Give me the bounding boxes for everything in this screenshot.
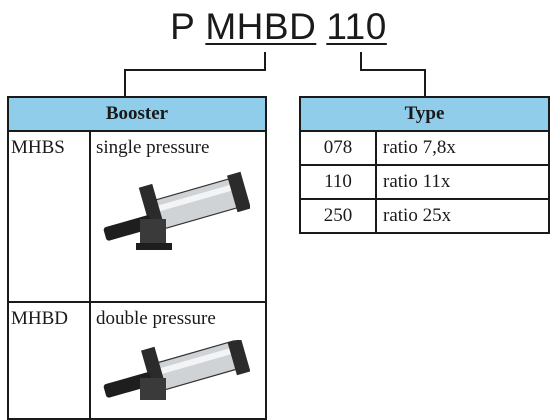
booster-header: Booster <box>8 97 266 131</box>
model-connector <box>125 52 265 96</box>
double-pressure-booster-illustration <box>100 340 250 404</box>
code-ratio: 110 <box>326 6 387 47</box>
booster-description: double pressure <box>96 308 216 329</box>
type-description: ratio 7,8x <box>376 131 549 165</box>
table-row: MHBD double pressure <box>8 302 266 419</box>
type-table: Type 078 ratio 7,8x 110 ratio 11x 250 ra… <box>299 96 550 234</box>
type-description: ratio 25x <box>376 199 549 233</box>
ratio-connector <box>361 52 425 96</box>
type-description: ratio 11x <box>376 165 549 199</box>
code-prefix: P <box>170 6 195 47</box>
booster-option: single pressure <box>90 131 266 302</box>
type-header: Type <box>300 97 549 131</box>
type-code: 110 <box>300 165 376 199</box>
booster-description: single pressure <box>96 137 209 158</box>
table-row: 250 ratio 25x <box>300 199 549 233</box>
single-pressure-booster-illustration <box>100 169 250 253</box>
booster-table: Booster MHBS single pressure MHBD double… <box>7 96 267 420</box>
booster-code: MHBD <box>8 302 90 419</box>
table-row: MHBS single pressure <box>8 131 266 302</box>
type-code: 078 <box>300 131 376 165</box>
table-row: 110 ratio 11x <box>300 165 549 199</box>
booster-option: double pressure <box>90 302 266 419</box>
table-row: 078 ratio 7,8x <box>300 131 549 165</box>
booster-code: MHBS <box>8 131 90 302</box>
code-model: MHBD <box>205 6 316 47</box>
type-code: 250 <box>300 199 376 233</box>
